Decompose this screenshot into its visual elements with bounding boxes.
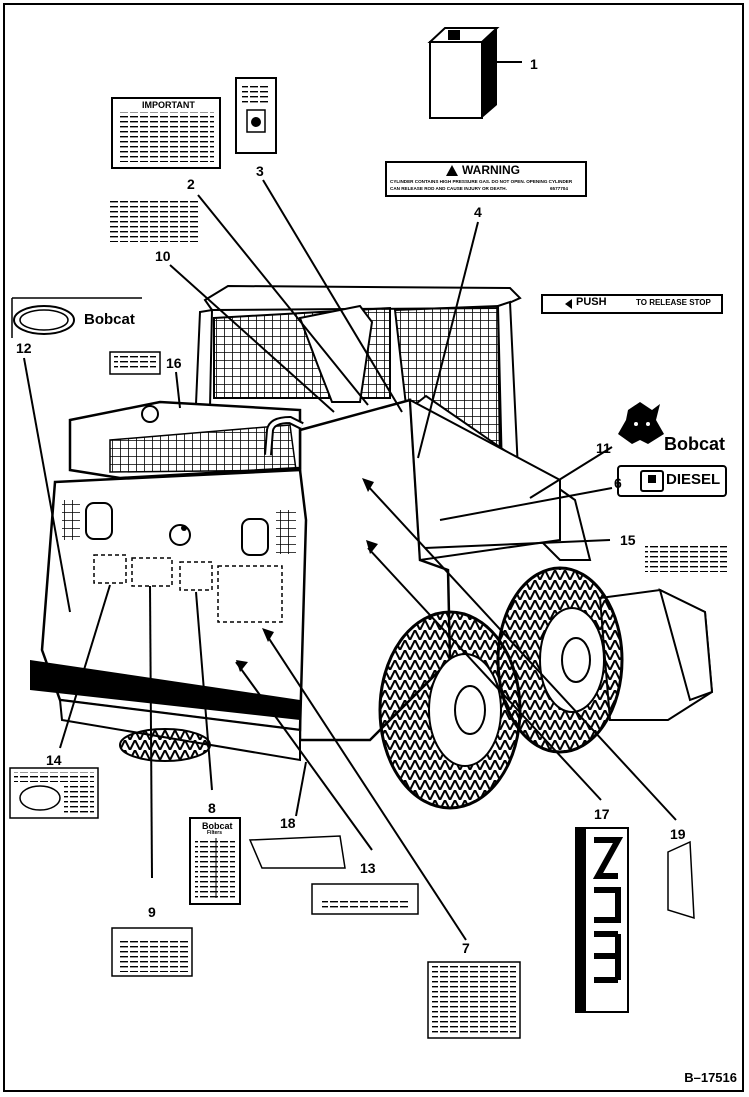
decal-18 xyxy=(248,835,346,869)
callout-12: 12 xyxy=(16,340,32,356)
decal-ir-bobcat xyxy=(11,297,142,338)
decal-warning xyxy=(385,161,587,197)
decal-9 xyxy=(111,927,193,977)
figure-frame xyxy=(3,3,744,1092)
decal-text-block xyxy=(108,200,198,242)
callout-3: 3 xyxy=(256,163,264,179)
decal-important xyxy=(111,97,221,169)
bobcat-brand: Bobcat xyxy=(664,434,726,454)
diesel-label: DIESEL xyxy=(666,471,721,488)
callout-2: 2 xyxy=(187,176,195,192)
decal-diesel xyxy=(617,465,727,497)
bobcat-logo xyxy=(618,402,664,444)
decal-1-box xyxy=(427,27,522,119)
push-label: PUSH xyxy=(576,296,607,308)
callout-4: 4 xyxy=(474,204,482,220)
leader-lines xyxy=(23,179,677,941)
filters-sub: Filters xyxy=(207,830,223,836)
decal-7 xyxy=(427,961,521,1039)
warning-text-1: CYLINDER CONTAINS HIGH PRESSURE GAS. DO … xyxy=(390,179,573,184)
decal-8-filters xyxy=(189,817,241,905)
decal-13 xyxy=(311,883,419,915)
decal-model-753 xyxy=(575,827,629,1013)
leader-arrowheads xyxy=(236,478,378,672)
callout-11: 11 xyxy=(596,440,611,456)
decal-push xyxy=(541,294,723,314)
filters-brand: Bobcat xyxy=(202,821,233,831)
callout-19: 19 xyxy=(670,826,686,842)
callout-9: 9 xyxy=(148,904,156,920)
callout-1: 1 xyxy=(530,56,538,72)
callout-18: 18 xyxy=(280,815,296,831)
warning-code: 6577704 xyxy=(550,186,568,191)
callout-10: 10 xyxy=(155,248,171,264)
decal-hydrostatic xyxy=(235,77,277,154)
warning-title: WARNING xyxy=(462,163,520,177)
callout-13: 13 xyxy=(360,860,376,876)
callout-7: 7 xyxy=(462,940,470,956)
ir-bobcat-brand: Bobcat xyxy=(84,311,135,328)
callout-15: 15 xyxy=(620,532,636,548)
callout-16: 16 xyxy=(166,355,182,371)
decal-19 xyxy=(667,840,695,920)
decal-15 xyxy=(645,546,727,572)
callout-14: 14 xyxy=(46,752,62,768)
callout-6: 6 xyxy=(614,475,622,491)
decal-16 xyxy=(109,351,161,375)
callout-17: 17 xyxy=(594,806,610,822)
push-text: TO RELEASE STOP xyxy=(636,298,711,307)
figure-reference: B–17516 xyxy=(684,1070,737,1085)
callout-8: 8 xyxy=(208,800,216,816)
important-title: IMPORTANT xyxy=(142,100,195,110)
warning-text-2: CAN RELEASE ROD AND CAUSE INJURY OR DEAT… xyxy=(390,186,507,191)
decal-14 xyxy=(9,767,99,819)
